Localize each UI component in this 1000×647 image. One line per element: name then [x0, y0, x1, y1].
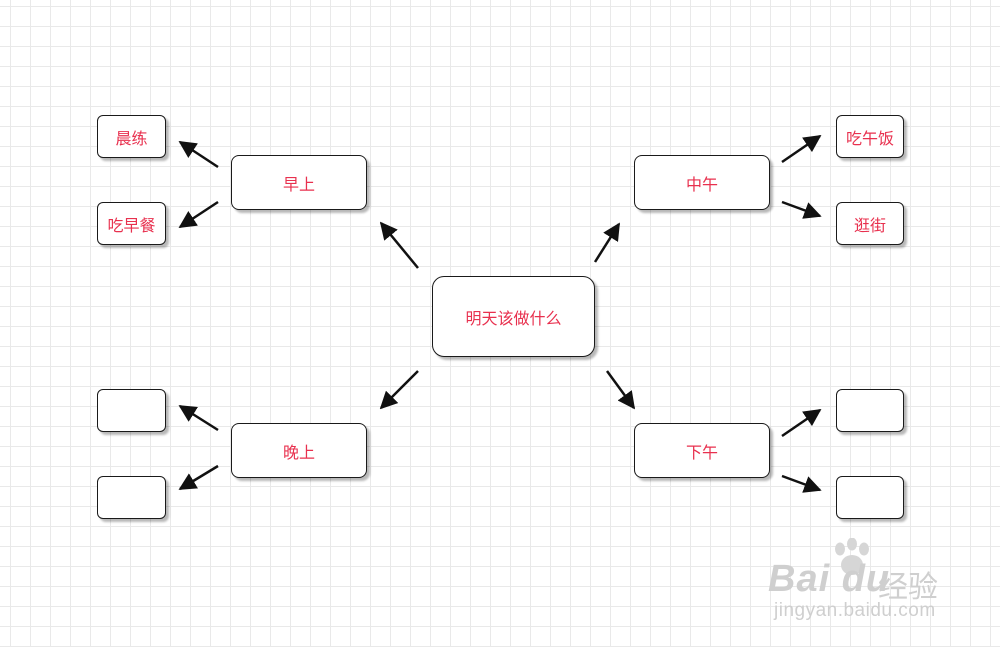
leaf-node-morning-2[interactable]: 吃早餐 — [97, 202, 166, 245]
arrow-evening-to-child-2 — [178, 464, 219, 491]
arrow-morning-to-child-2 — [178, 200, 219, 229]
leaf-node-morning-1[interactable]: 晨练 — [97, 115, 166, 158]
branch-node-noon-label: 中午 — [685, 174, 718, 194]
leaf-node-morning-1-label: 晨练 — [115, 128, 148, 148]
leaf-node-noon-2[interactable]: 逛街 — [836, 202, 904, 245]
arrow-afternoon-to-child-1 — [781, 408, 822, 438]
leaf-node-noon-1[interactable]: 吃午饭 — [836, 115, 904, 158]
arrow-noon-to-child-1 — [781, 134, 822, 164]
leaf-node-morning-2-label: 吃早餐 — [107, 215, 156, 235]
leaf-node-afternoon-1[interactable] — [836, 389, 904, 432]
leaf-node-noon-2-label: 逛街 — [853, 215, 886, 235]
branch-node-afternoon-label: 下午 — [685, 442, 718, 462]
leaf-node-evening-1[interactable] — [97, 389, 166, 432]
arrow-center-to-noon — [593, 222, 621, 263]
arrow-evening-to-child-1 — [178, 404, 219, 432]
center-node-label: 明天该做什么 — [465, 308, 562, 328]
center-node[interactable]: 明天该做什么 — [432, 276, 595, 357]
branch-node-evening[interactable]: 晚上 — [231, 423, 367, 478]
leaf-node-noon-1-label: 吃午饭 — [845, 128, 894, 148]
watermark-cn: 经验 — [878, 570, 938, 605]
paw-icon — [835, 538, 869, 575]
branch-node-evening-label: 晚上 — [282, 442, 315, 462]
leaf-node-evening-2[interactable] — [97, 476, 166, 519]
arrow-noon-to-child-2 — [781, 200, 822, 219]
arrow-center-to-morning — [379, 221, 419, 269]
leaf-node-afternoon-2[interactable] — [836, 476, 904, 519]
arrow-center-to-evening — [379, 370, 419, 410]
arrow-morning-to-child-1 — [178, 140, 219, 169]
branch-node-morning-label: 早上 — [282, 174, 315, 194]
watermark-url: jingyan.baidu.com — [774, 600, 936, 621]
arrow-afternoon-to-child-2 — [781, 474, 822, 493]
branch-node-afternoon[interactable]: 下午 — [634, 423, 770, 478]
branch-node-noon[interactable]: 中午 — [634, 155, 770, 210]
baidu-jingyan-watermark: Bai du 经验 jingyan.baidu.com — [768, 538, 968, 628]
watermark-brand: Bai du — [768, 558, 891, 600]
branch-node-morning[interactable]: 早上 — [231, 155, 367, 210]
arrow-center-to-afternoon — [605, 370, 636, 410]
